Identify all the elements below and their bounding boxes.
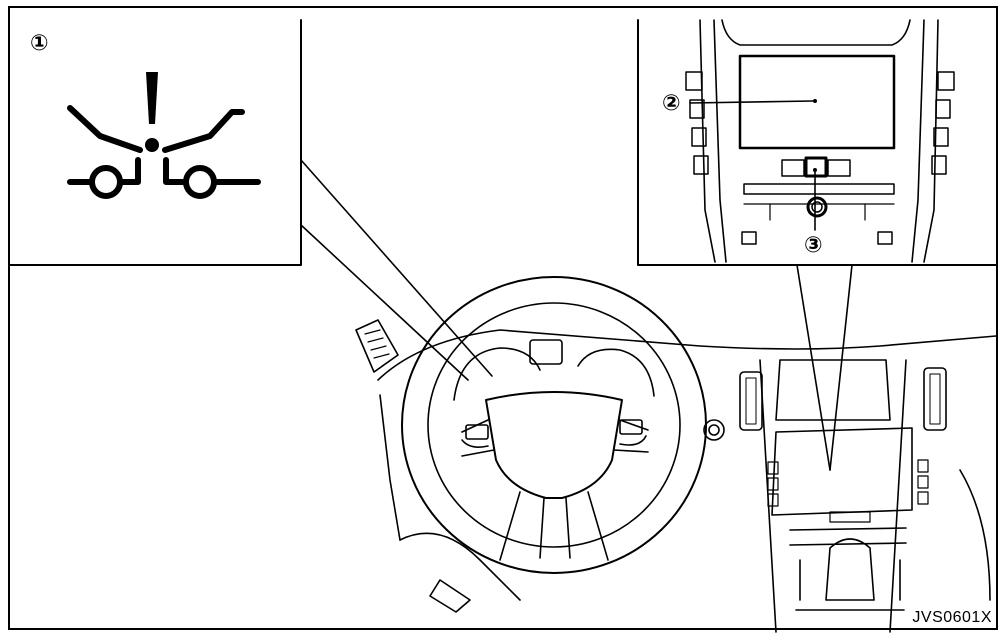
callout-3-label: ③	[804, 233, 823, 258]
callout-1-label: ①	[30, 31, 49, 56]
inset-center-console	[637, 19, 997, 471]
figure-code: JVS0601X	[912, 609, 992, 626]
screen-control-button	[804, 156, 828, 178]
figure-frame	[8, 6, 998, 630]
inset-warning-light	[9, 19, 493, 381]
dashboard	[355, 276, 997, 633]
steering-wheel	[401, 276, 707, 574]
distance-control-warning-icon	[67, 72, 261, 199]
callout-2-label: ②	[662, 91, 681, 116]
